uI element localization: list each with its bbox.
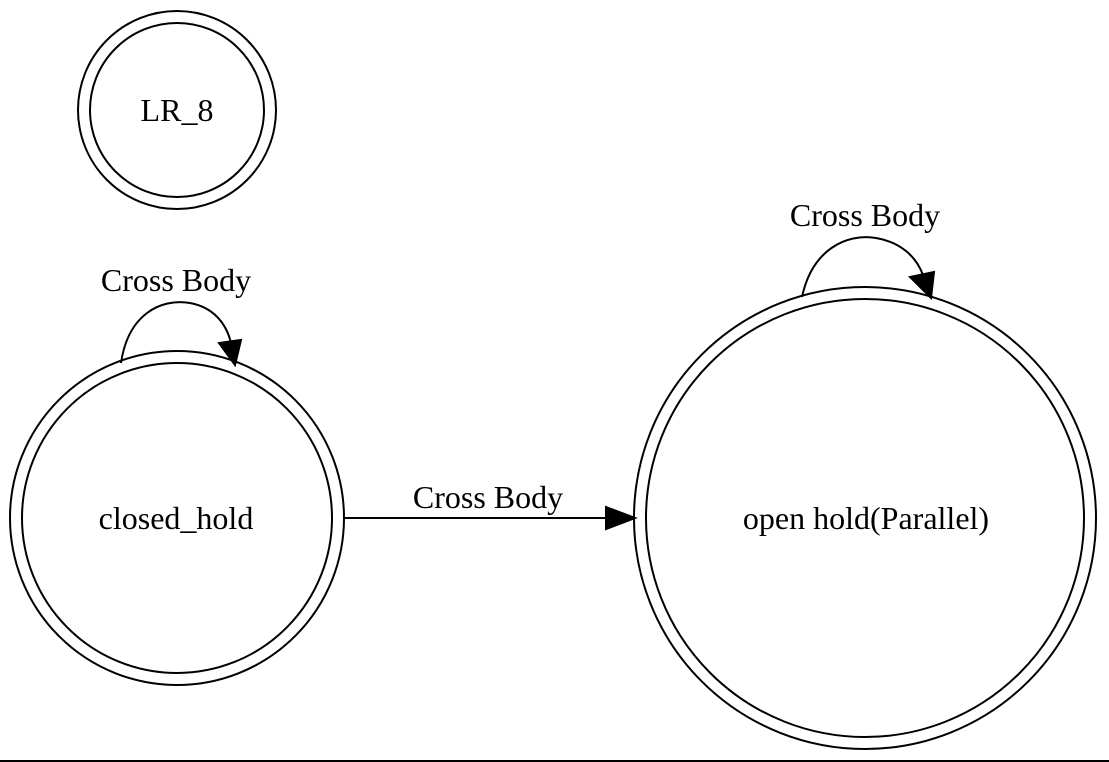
edge-closed-hold-self-loop-line bbox=[120, 301, 232, 364]
node-open-hold[interactable]: open hold(Parallel) bbox=[633, 286, 1097, 750]
edge-closed-hold-self-loop-label: Cross Body bbox=[101, 262, 251, 298]
node-open-hold-inner-ring bbox=[645, 298, 1085, 738]
edge-closed-hold-to-open-hold-label: Cross Body bbox=[413, 479, 563, 515]
node-closed-hold[interactable]: closed_hold bbox=[9, 350, 345, 686]
edge-closed-hold-to-open-hold-arrowhead bbox=[605, 505, 638, 531]
node-lr8-inner-ring bbox=[89, 22, 265, 198]
edge-closed-hold-self-loop-arrowhead bbox=[217, 338, 243, 368]
edge-closed-hold-self-loop[interactable]: Cross Body bbox=[101, 262, 251, 368]
edge-closed-hold-to-open-hold[interactable]: Cross Body bbox=[344, 479, 638, 531]
edge-open-hold-self-loop-arrowhead bbox=[907, 270, 936, 301]
node-lr8-label: LR_8 bbox=[141, 92, 214, 128]
node-lr8-outer-ring bbox=[77, 10, 277, 210]
node-open-hold-label: open hold(Parallel) bbox=[743, 500, 989, 536]
edge-open-hold-self-loop-label: Cross Body bbox=[790, 197, 940, 233]
node-closed-hold-label: closed_hold bbox=[99, 500, 254, 536]
node-lr8[interactable]: LR_8 bbox=[77, 10, 277, 210]
node-closed-hold-inner-ring bbox=[21, 362, 333, 674]
edge-open-hold-self-loop[interactable]: Cross Body bbox=[790, 197, 940, 301]
edge-open-hold-self-loop-line bbox=[801, 236, 924, 298]
